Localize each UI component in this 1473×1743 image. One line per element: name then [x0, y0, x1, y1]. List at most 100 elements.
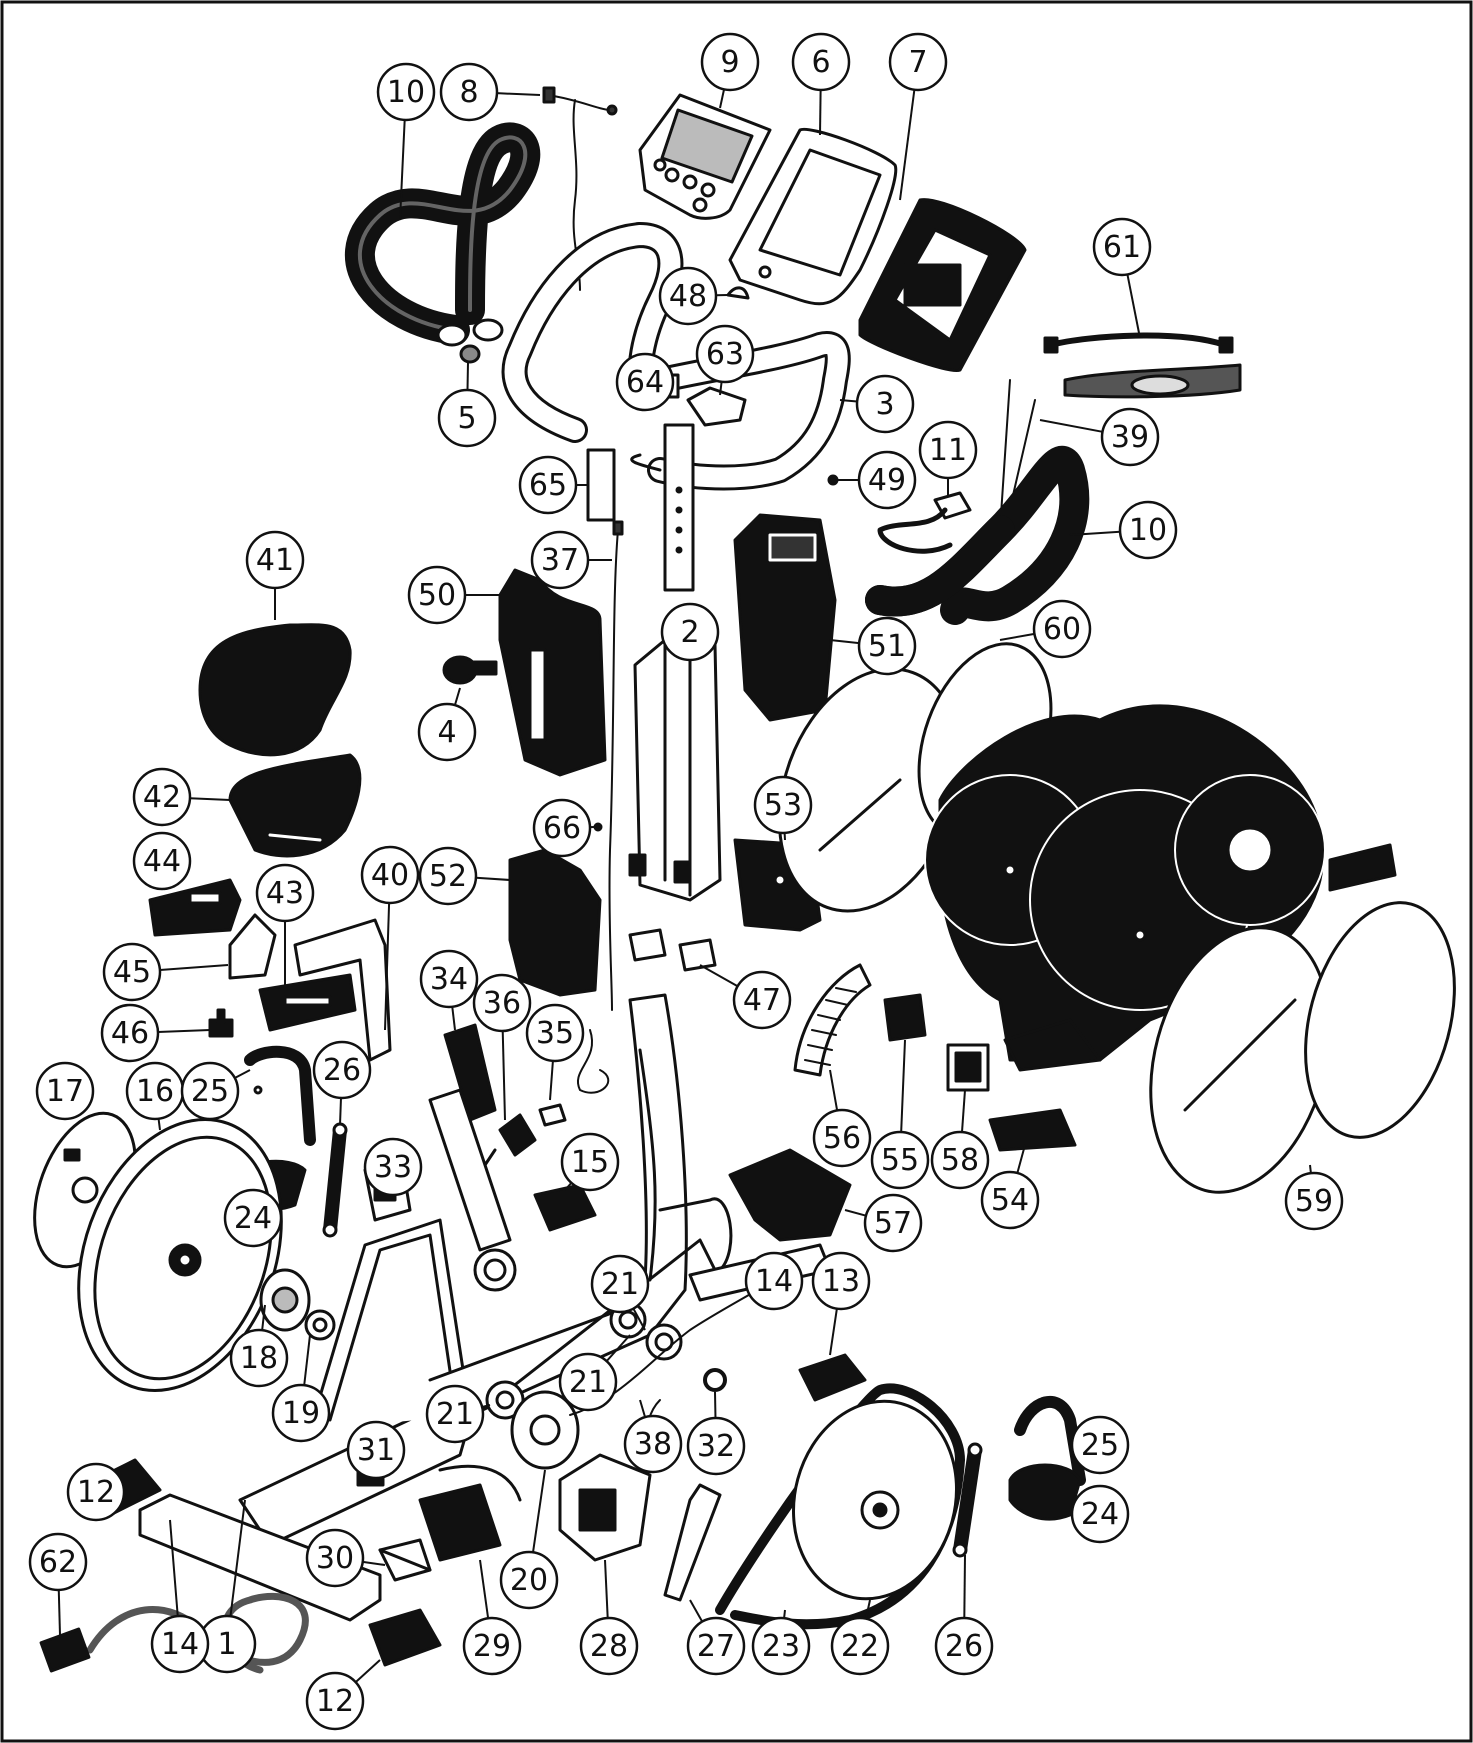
callout-label: 39 — [1111, 420, 1149, 455]
part-screw-49 — [827, 474, 839, 486]
callout-label: 21 — [436, 1397, 474, 1432]
callout-4: 4 — [417, 702, 477, 762]
part-cover-57 — [728, 1148, 852, 1242]
leader-line — [632, 1308, 646, 1331]
part-block-13 — [798, 1353, 867, 1402]
leader-line — [564, 1182, 573, 1191]
callout-circle — [360, 845, 420, 905]
callout-circle — [255, 863, 315, 923]
callout-circle — [1070, 1415, 1130, 1475]
callout-21: 21 — [590, 1254, 650, 1314]
part-pedal-strap-25b — [1014, 1395, 1086, 1486]
leader-line — [604, 1559, 609, 1619]
leader-line — [399, 119, 406, 221]
callout-label: 8 — [459, 75, 478, 110]
callout-label: 3 — [875, 387, 894, 422]
leader-line — [453, 687, 461, 706]
callout-59: 59 — [1284, 1171, 1344, 1231]
callout-37: 37 — [530, 530, 590, 590]
callout-50: 50 — [407, 565, 467, 625]
part-pulse-bracket — [877, 491, 972, 554]
leader-line — [829, 1308, 838, 1356]
callout-10: 10 — [376, 62, 436, 122]
part-seat-slider — [148, 878, 242, 937]
callout-label: 63 — [706, 337, 744, 372]
part-washer-19 — [304, 1309, 336, 1341]
callout-circle — [686, 1616, 746, 1676]
callout-circle — [590, 1254, 650, 1314]
part-pulley-22 — [792, 1399, 958, 1601]
part-arm-27 — [663, 1483, 722, 1602]
leader-line — [475, 876, 511, 881]
callout-49: 49 — [857, 450, 917, 510]
callout-circle — [751, 1616, 811, 1676]
callout-circle — [35, 1061, 95, 1121]
part-seat-tube — [293, 918, 392, 1062]
callout-label: 4 — [437, 715, 456, 750]
leader-line — [532, 1469, 546, 1553]
callout-label: 33 — [374, 1150, 412, 1185]
callout-label: 51 — [868, 629, 906, 664]
part-flange-20 — [510, 1390, 580, 1470]
callout-22: 22 — [830, 1616, 890, 1676]
callout-38: 38 — [623, 1414, 683, 1474]
leader-line — [1126, 274, 1141, 339]
part-transformer-29 — [418, 1464, 522, 1562]
callout-label: 26 — [323, 1053, 361, 1088]
callout-label: 21 — [569, 1365, 607, 1400]
callout-12: 12 — [305, 1671, 365, 1731]
callout-10: 10 — [1118, 500, 1178, 560]
callout-label: 34 — [430, 962, 468, 997]
callout-18: 18 — [229, 1328, 289, 1388]
callout-circle — [930, 1130, 990, 1190]
leader-line — [960, 1089, 966, 1133]
callout-circle — [530, 530, 590, 590]
part-chest-strap — [1043, 332, 1242, 399]
callout-label: 24 — [1081, 1497, 1119, 1532]
callout-circle — [615, 352, 675, 412]
callout-circle — [1070, 1484, 1130, 1544]
callout-label: 42 — [143, 780, 181, 815]
leader-line — [339, 1097, 342, 1126]
callout-label: 21 — [601, 1267, 639, 1302]
callout-7: 7 — [888, 32, 948, 92]
callout-26: 26 — [312, 1040, 372, 1100]
callout-circle — [732, 970, 792, 1030]
part-pulse-cable — [542, 86, 618, 291]
callout-circle — [980, 1170, 1040, 1230]
callout-circle — [418, 846, 478, 906]
callout-circle — [660, 602, 720, 662]
part-bracket-55 — [883, 993, 927, 1042]
leader-line — [496, 92, 541, 96]
callout-label: 48 — [669, 279, 707, 314]
callout-circle — [888, 32, 948, 92]
leader-line — [57, 1589, 61, 1636]
part-ring-32 — [703, 1368, 727, 1392]
callout-circle — [1100, 407, 1160, 467]
callout-label: 20 — [510, 1563, 548, 1598]
part-slider-43 — [258, 973, 357, 1032]
callout-label: 36 — [483, 986, 521, 1021]
part-knob-46 — [208, 1008, 234, 1038]
leader-line — [169, 1519, 179, 1617]
callout-circle — [934, 1616, 994, 1676]
callout-circle — [579, 1616, 639, 1676]
callout-circle — [229, 1328, 289, 1388]
part-seat-base — [228, 753, 362, 858]
part-bracket-30 — [378, 1538, 432, 1582]
leader-line — [355, 1659, 381, 1683]
part-console-housing — [728, 127, 898, 306]
part-cover-54 — [988, 1108, 1077, 1152]
callout-label: 37 — [541, 543, 579, 578]
callout-65: 65 — [518, 455, 578, 515]
callout-label: 56 — [823, 1121, 861, 1156]
leader-line — [384, 902, 391, 1031]
callout-label: 31 — [357, 1433, 395, 1468]
callout-5: 5 — [437, 388, 497, 448]
callout-circle — [363, 1137, 423, 1197]
leader-line — [819, 89, 822, 136]
callout-circle — [918, 420, 978, 480]
callout-42: 42 — [132, 767, 192, 827]
leader-line — [1309, 1164, 1312, 1174]
